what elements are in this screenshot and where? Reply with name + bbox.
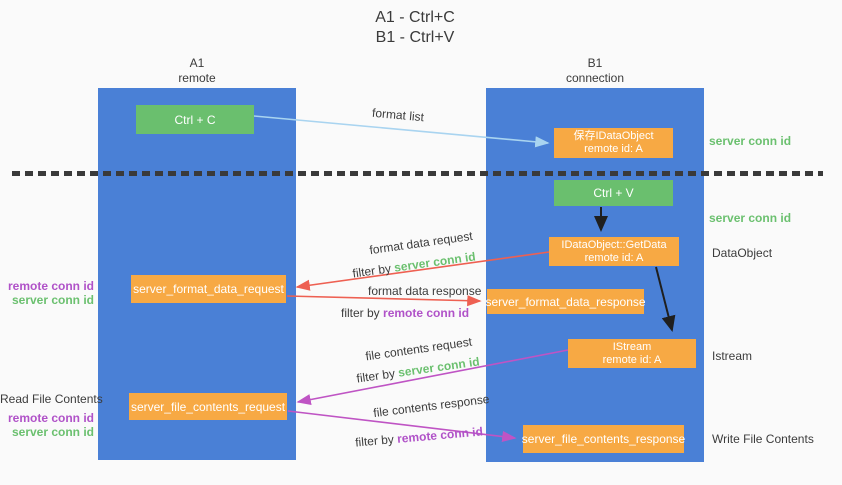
node-istream-line1: IStream: [612, 340, 652, 353]
label-dataobject: DataObject: [712, 246, 773, 260]
arrow-format-data-response: [286, 295, 482, 307]
node-ctrl-c-label: Ctrl + C: [174, 112, 216, 127]
remote-conn-id-text: remote conn id: [7, 279, 94, 293]
server-conn-id-text: server conn id: [11, 293, 94, 307]
lane-b1-role: connection: [565, 71, 625, 85]
remote-conn-id-text: remote conn id: [7, 411, 94, 425]
lane-b1-name: B1: [587, 56, 603, 70]
node-idataobject-getdata-line1: IDataObject::GetData: [561, 238, 667, 251]
server-conn-id-text: server conn id: [11, 425, 94, 439]
arrow-file-contents-request: [296, 349, 569, 406]
label-conn-ids-left-2: remote conn id server conn id: [0, 411, 94, 439]
arrow-getdata-to-istream: [655, 266, 676, 332]
label-istream: Istream: [712, 349, 753, 363]
node-server-file-contents-response-label: server_file_contents_response: [521, 432, 686, 446]
label-server-conn-id-right-2: server conn id: [709, 211, 792, 225]
node-server-format-data-response: server_format_data_response: [485, 289, 646, 314]
node-save-idataobject: 保存IDataObject remote id: A: [554, 128, 673, 158]
node-ctrl-v: Ctrl + V: [554, 180, 673, 206]
node-server-file-contents-request-label: server_file_contents_request: [130, 399, 286, 414]
label-read-file-contents: Read File Contents: [0, 392, 103, 406]
node-save-idataobject-line2: remote id: A: [584, 143, 643, 155]
node-istream: IStream remote id: A: [568, 339, 696, 368]
arrow-file-contents-response: [287, 410, 517, 443]
label-server-conn-id-right-1: server conn id: [709, 134, 792, 148]
label-format-data-response: format data response: [368, 284, 482, 298]
node-server-format-data-response-label: server_format_data_response: [485, 294, 646, 309]
arrow-format-data-request: [295, 251, 550, 291]
label-conn-ids-left-1: remote conn id server conn id: [0, 279, 94, 307]
lane-a1-name: A1: [189, 56, 205, 70]
node-idataobject-getdata: IDataObject::GetData remote id: A: [549, 237, 679, 266]
title-line-1: A1 - Ctrl+C: [375, 9, 455, 26]
label-filter-by-remote-conn-id-1: filter by remote conn id: [341, 306, 469, 320]
filter-by-text: filter by: [341, 306, 380, 320]
diagram-title: A1 - Ctrl+C B1 - Ctrl+V: [280, 8, 550, 48]
node-ctrl-v-label: Ctrl + V: [593, 186, 634, 200]
remote-conn-id-text: remote conn id: [383, 306, 470, 320]
label-write-file-contents: Write File Contents: [712, 432, 814, 446]
lane-header-a1: A1 remote: [98, 56, 296, 86]
node-istream-line2: remote id: A: [602, 353, 662, 366]
node-server-format-data-request-label: server_format_data_request: [133, 282, 284, 296]
title-line-2: B1 - Ctrl+V: [375, 29, 455, 46]
node-server-format-data-request: server_format_data_request: [131, 275, 286, 303]
node-server-file-contents-response: server_file_contents_response: [521, 425, 686, 453]
lane-a1-role: remote: [178, 71, 216, 85]
node-save-idataobject-line1: 保存IDataObject: [573, 130, 654, 142]
node-server-file-contents-request: server_file_contents_request: [129, 393, 287, 420]
machine-separator-line: [12, 171, 823, 176]
lane-header-b1: B1 connection: [486, 56, 704, 86]
node-ctrl-c: Ctrl + C: [136, 105, 254, 134]
arrow-format-list: [253, 115, 550, 148]
node-idataobject-getdata-line2: remote id: A: [584, 251, 644, 264]
